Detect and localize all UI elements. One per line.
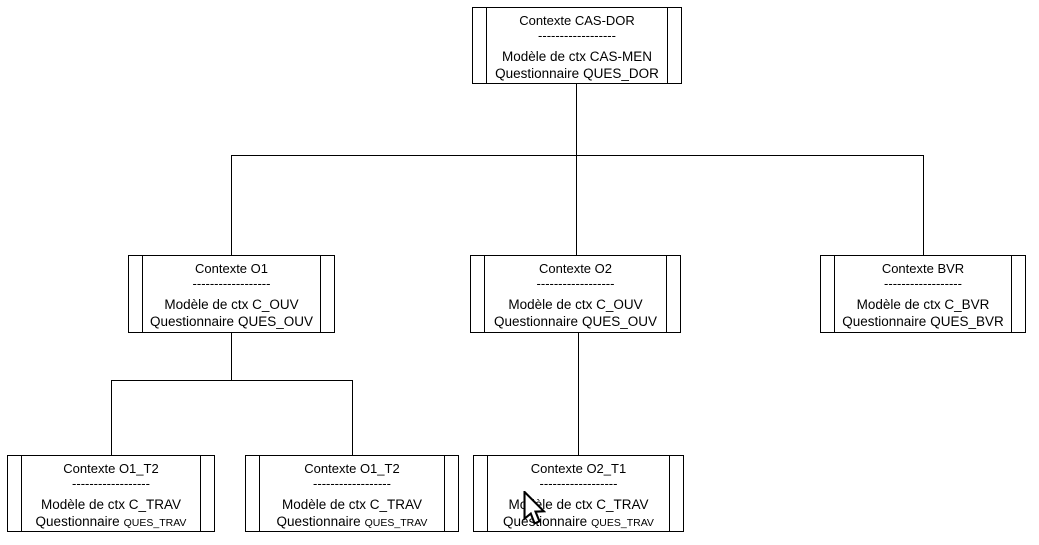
questionnaire-value: QUES_TRAV [591, 517, 654, 529]
node-title: Contexte O1 [195, 261, 268, 276]
node-model: Modèle de ctx C_OUV [164, 297, 299, 312]
node-model: Modèle de ctx C_BVR [856, 297, 990, 312]
node-right-strip [200, 456, 201, 531]
context-node-o2-t1[interactable]: Contexte O2_T1 ------------------ Modèle… [473, 455, 684, 532]
node-separator: ------------------ [192, 276, 271, 291]
node-left-strip [21, 456, 22, 531]
connector-level1-horizontal [231, 155, 924, 156]
node-content: Contexte O1_T2 ------------------ Modèle… [22, 456, 200, 531]
questionnaire-value: QUES_BVR [930, 314, 1004, 329]
node-title: Contexte O2 [539, 261, 612, 276]
context-node-o1-t2-b[interactable]: Contexte O1_T2 ------------------ Modèle… [245, 455, 459, 532]
connector-o1-down [231, 333, 232, 381]
node-content: Contexte BVR ------------------ Modèle d… [835, 256, 1011, 332]
node-separator: ------------------ [884, 276, 962, 291]
questionnaire-label: Questionnaire [842, 314, 927, 329]
node-content: Contexte O1 ------------------ Modèle de… [143, 256, 320, 332]
node-separator: ------------------ [538, 28, 616, 43]
context-node-o1[interactable]: Contexte O1 ------------------ Modèle de… [128, 255, 335, 333]
connector-o1t2b-drop [352, 380, 353, 455]
node-model: Modèle de ctx C_OUV [508, 297, 643, 312]
node-content: Contexte O2 ------------------ Modèle de… [485, 256, 666, 332]
node-content: Contexte O2_T1 ------------------ Modèle… [488, 456, 669, 531]
node-right-strip [669, 456, 670, 531]
node-model: Modèle de ctx C_TRAV [281, 497, 423, 512]
context-node-o1-t2-a[interactable]: Contexte O1_T2 ------------------ Modèle… [7, 455, 215, 532]
node-content: Contexte CAS-DOR ------------------ Modè… [487, 8, 667, 83]
node-separator: ------------------ [539, 476, 618, 491]
questionnaire-label: Questionnaire [493, 314, 579, 329]
node-content: Contexte O1_T2 ------------------ Modèle… [260, 456, 444, 531]
questionnaire-value: QUES_OUV [238, 314, 314, 329]
node-title: Contexte O2_T1 [530, 461, 627, 476]
node-model: Modèle de ctx CAS-MEN [501, 49, 653, 64]
questionnaire-label: Questionnaire [276, 514, 361, 529]
node-right-strip [1011, 256, 1012, 332]
context-node-bvr[interactable]: Contexte BVR ------------------ Modèle d… [820, 255, 1026, 333]
node-separator: ------------------ [72, 476, 150, 491]
connector-bvr-drop [923, 155, 924, 255]
node-title: Contexte O1_T2 [63, 461, 159, 476]
connector-o1t2a-drop [111, 380, 112, 455]
node-separator: ------------------ [313, 476, 391, 491]
context-node-o2[interactable]: Contexte O2 ------------------ Modèle de… [470, 255, 681, 333]
node-right-strip [666, 256, 667, 332]
node-right-strip [320, 256, 321, 332]
node-left-strip [484, 256, 485, 332]
context-node-cas-dor[interactable]: Contexte CAS-DOR ------------------ Modè… [472, 7, 682, 84]
node-model: Modèle de ctx C_TRAV [508, 497, 649, 512]
node-model: Modèle de ctx C_TRAV [40, 497, 182, 512]
questionnaire-label: Questionnaire [35, 514, 120, 529]
node-right-strip [444, 456, 445, 531]
node-title: Contexte O1_T2 [304, 461, 400, 476]
node-separator: ------------------ [536, 276, 615, 291]
connector-o2-drop [576, 155, 577, 255]
node-left-strip [487, 456, 488, 531]
node-title: Contexte CAS-DOR [519, 13, 635, 28]
connector-o1-drop [231, 155, 232, 255]
questionnaire-value: QUES_DOR [583, 66, 659, 81]
connector-level2-horizontal [111, 380, 353, 381]
connector-o2t1-drop [578, 333, 579, 455]
node-left-strip [486, 8, 487, 83]
questionnaire-label: Questionnaire [503, 514, 588, 529]
questionnaire-value: QUES_TRAV [123, 517, 187, 529]
node-right-strip [667, 8, 668, 83]
node-left-strip [259, 456, 260, 531]
node-left-strip [142, 256, 143, 332]
questionnaire-label: Questionnaire [495, 66, 580, 81]
node-title: Contexte BVR [881, 261, 965, 276]
questionnaire-label: Questionnaire [149, 314, 235, 329]
questionnaire-value: QUES_OUV [582, 314, 658, 329]
questionnaire-value: QUES_TRAV [364, 517, 428, 529]
node-left-strip [834, 256, 835, 332]
connector-root-drop [576, 84, 577, 156]
